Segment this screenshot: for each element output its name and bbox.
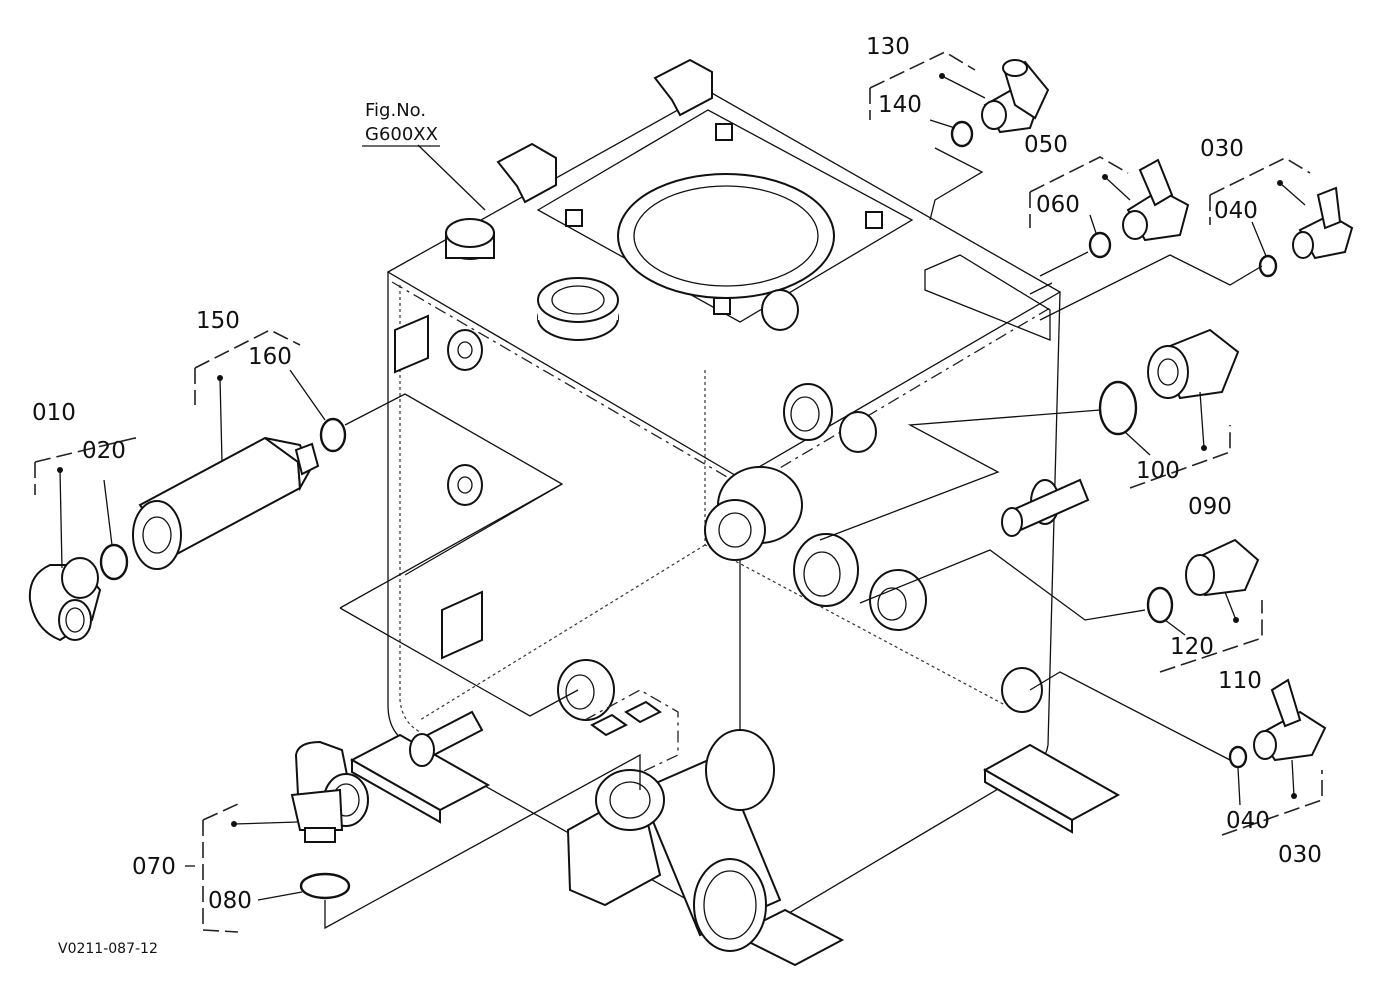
part-040-o-ring-lower	[1228, 745, 1248, 769]
callout-030-top: 030	[1200, 136, 1244, 162]
callout-040-lower: 040	[1226, 808, 1270, 834]
figure-ref-line2: G600XX	[365, 124, 438, 145]
part-070-elbow-fitting	[290, 740, 369, 843]
part-110-adapter	[1185, 538, 1260, 597]
part-160-o-ring	[319, 417, 347, 453]
part-060-o-ring	[1088, 231, 1112, 259]
footer-code: V0211-087-12	[58, 941, 158, 957]
callout-040-top: 040	[1214, 198, 1258, 224]
part-130-elbow-nipple	[981, 59, 1050, 134]
part-010-elbow-fitting	[28, 557, 102, 642]
leader-lines	[57, 73, 1306, 901]
part-120-o-ring	[1146, 586, 1174, 624]
callout-120: 120	[1170, 634, 1214, 660]
callout-090: 090	[1188, 494, 1232, 520]
part-040-o-ring-top	[1258, 254, 1278, 278]
part-020-o-ring	[99, 543, 129, 581]
callout-130: 130	[866, 34, 910, 60]
group-brackets	[34, 51, 1323, 933]
callout-010: 010	[32, 400, 76, 426]
callout-160: 160	[248, 344, 292, 370]
part-140-o-ring	[950, 120, 974, 148]
hydraulic-tank	[349, 58, 1121, 967]
callout-070: 070	[132, 854, 176, 880]
assembly-centerlines	[324, 147, 1263, 930]
part-030-elbow-nipple-lower	[1253, 678, 1327, 762]
callout-030-lower: 030	[1278, 842, 1322, 868]
part-090-adapter	[1147, 328, 1240, 400]
part-030-elbow-nipple-top	[1292, 186, 1354, 260]
callout-150: 150	[196, 308, 240, 334]
callout-140: 140	[878, 92, 922, 118]
callout-100: 100	[1136, 458, 1180, 484]
callout-080: 080	[208, 888, 252, 914]
callout-020: 020	[82, 438, 126, 464]
part-080-o-ring	[299, 872, 351, 900]
part-150-line-filter	[132, 436, 320, 570]
callout-110: 110	[1218, 668, 1262, 694]
figure-ref-line1: Fig.No.	[365, 100, 426, 121]
part-050-elbow-nipple	[1122, 158, 1190, 242]
callout-050: 050	[1024, 132, 1068, 158]
part-100-o-ring	[1098, 380, 1138, 436]
callout-060: 060	[1036, 192, 1080, 218]
